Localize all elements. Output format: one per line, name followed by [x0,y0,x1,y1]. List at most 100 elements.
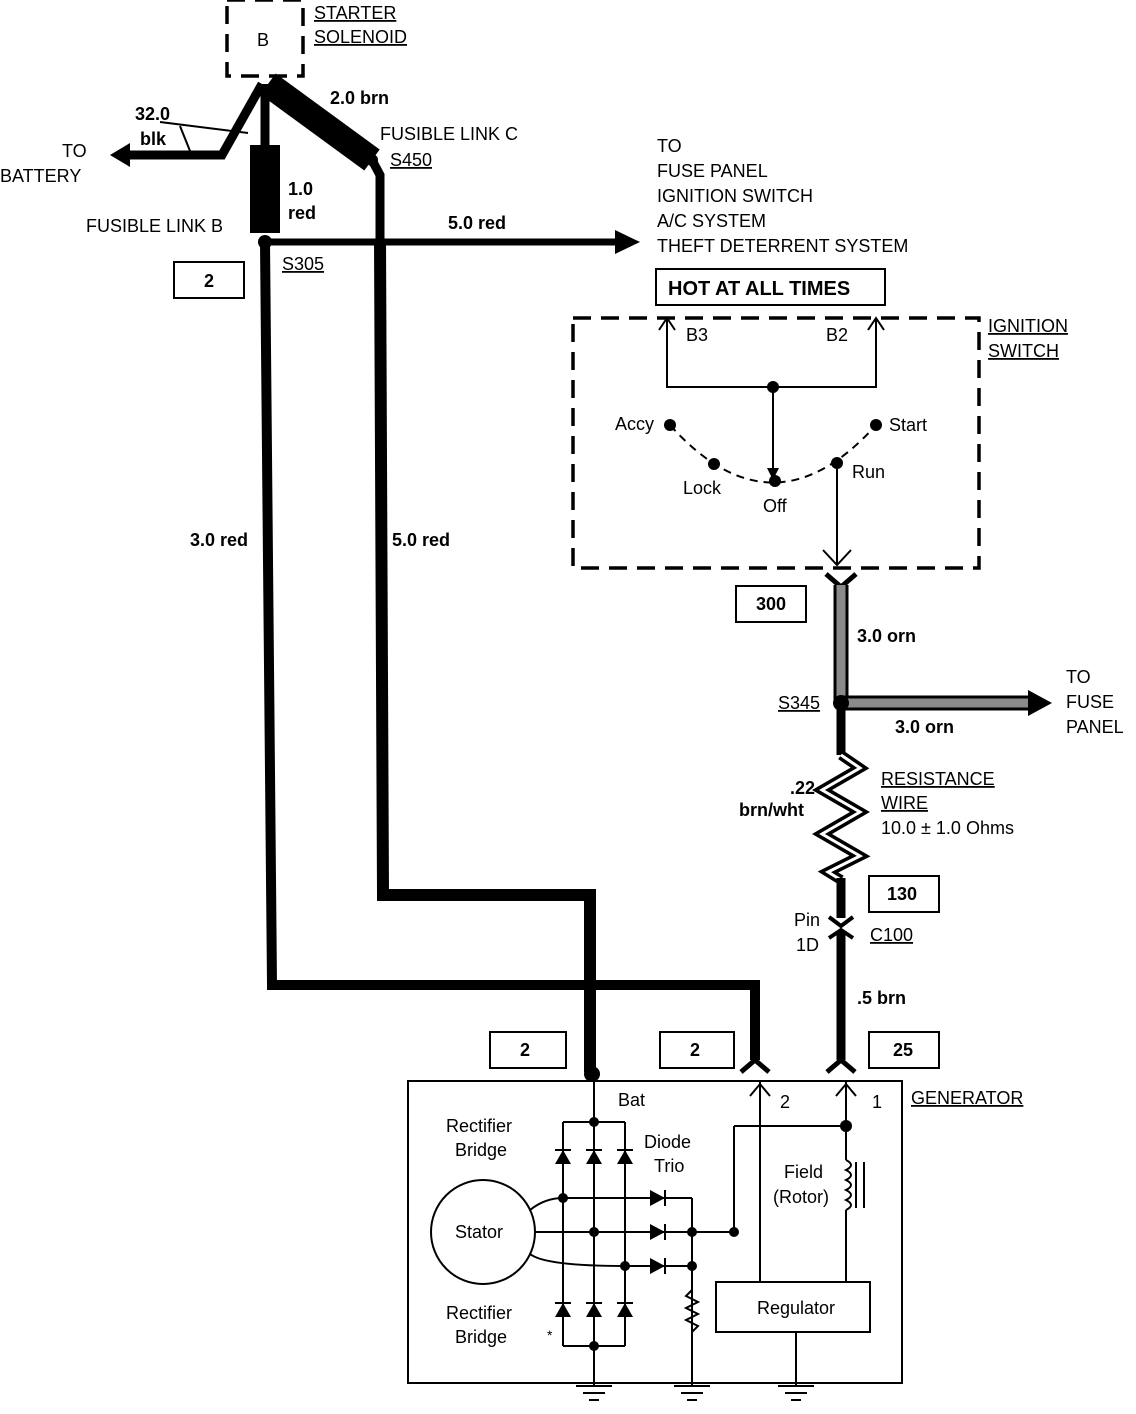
link-b-label: FUSIBLE LINK B [86,216,223,236]
gen-box-2 [659,1031,735,1069]
orange-wire-branch-label: 3.0 orn [895,717,954,737]
terminal-1-fork [825,1056,857,1074]
ground-icon-1 [576,1378,612,1401]
hot-at-all-times-label: HOT AT ALL TIMES [668,278,850,300]
field-junction-dot [729,1227,739,1237]
top-diode-1-icon [555,1150,571,1164]
resistance-title-2: WIRE [881,793,928,813]
hot-feed-wire-label: 5.0 red [448,213,506,233]
link-b-gauge: 1.0 [288,179,313,199]
stator-icon [430,1179,536,1285]
resistance-zigzag-core [819,753,864,882]
hot-dest-4: A/C SYSTEM [657,211,766,231]
bat-terminal-label: Bat [618,1090,645,1110]
resistance-color: brn/wht [739,800,804,820]
rectifier-bottom-label-1: Rectifier [446,1303,512,1323]
top-diode-3-icon [617,1150,633,1164]
link-c-body [260,73,380,171]
hot-feed: S305 2 5.0 red TO FUSE PANEL IGNITION SW… [173,136,908,306]
ground-icon-3 [778,1376,814,1401]
pos-accy-dot [664,419,676,431]
terminal-2-fork [739,1056,771,1074]
terminal-2-label: 2 [780,1092,790,1112]
resistance-value: 10.0 ± 1.0 Ohms [881,818,1014,838]
pos-start-label: Start [889,415,927,435]
stator-lead-1 [529,1197,564,1211]
bat-terminal-dot [584,1066,600,1082]
link-b-color: red [288,203,316,223]
trio-junction-dot [687,1227,697,1237]
rectifier-top-label-2: Bridge [455,1140,507,1160]
resistance-wire: .22 brn/wht RESISTANCE WIRE 10.0 ± 1.0 O… [739,703,1014,918]
gen-box-bat [489,1031,567,1069]
s450-splice-dot [366,154,378,166]
pos-lock-dot [708,458,720,470]
battery-label-2: BATTERY [0,166,81,186]
c100-pin-1: Pin [794,910,820,930]
fuse-panel-label-2: FUSE [1066,692,1114,712]
fuse-panel-arrow-icon [1028,690,1052,716]
switch-blade-arrow-icon [767,468,779,480]
mid-5-0-red-wire [374,239,596,1072]
ignition-switch-box [571,316,981,570]
ignition-switch: IGNITION SWITCH B3 B2 Accy Lock Off Run … [571,316,1068,623]
gen-box-25 [868,1031,940,1069]
pos-accy-label: Accy [615,414,654,434]
battery-gauge: 32.0 [135,104,170,124]
gen-box-25-label: 25 [893,1040,913,1060]
generator-title: GENERATOR [911,1088,1023,1108]
box-130-label: 130 [887,884,917,904]
b3-arrow-icon [658,316,676,331]
connector-300-label: 300 [756,594,786,614]
terminal-2-arrow-icon [749,1082,771,1097]
hot-dest-3: IGNITION SWITCH [657,186,813,206]
s450-label: S450 [390,150,432,170]
terminal-b2-label: B2 [826,325,848,345]
terminal-1-arrow-icon [835,1082,857,1097]
stator-label: Stator [455,1222,503,1242]
field-label-2: (Rotor) [773,1187,829,1207]
top-diode-2-icon [586,1150,602,1164]
battery-wire: 32.0 blk TO BATTERY [0,81,266,186]
s345-label: S345 [778,693,820,713]
diode-trio-label-1: Diode [644,1132,691,1152]
field-coil-icon [843,1159,852,1211]
left-wire-label: 3.0 red [190,530,248,550]
generator-housing [407,1080,903,1384]
fusible-link-b: FUSIBLE LINK B 1.0 red [86,84,316,236]
stator-lead-3 [529,1253,626,1267]
mid-wire-label: 5.0 red [392,530,450,550]
bottom-diode-2-icon [586,1303,602,1317]
battery-cable [125,81,266,160]
battery-arrow-icon [110,143,130,167]
battery-label-1: TO [62,141,87,161]
hot-feed-arrow-icon [615,230,640,254]
hot-dest-5: THEFT DETERRENT SYSTEM [657,236,908,256]
main-wires: 3.0 red 5.0 red [190,239,760,1072]
trio-junction-dot-2 [687,1261,697,1271]
field-label-1: Field [784,1162,823,1182]
c100-upper-fork [827,915,855,929]
regulator-box [715,1281,871,1333]
link-c-feed-wire: 2.0 brn [330,88,389,108]
resistance-gauge: .22 [790,778,815,798]
pos-start-dot [870,419,882,431]
pos-lock-label: Lock [683,478,722,498]
trio-diode-2-icon [650,1224,665,1240]
battery-leader-1 [159,121,249,134]
run-output-arrow-icon [822,549,852,567]
fuse-panel-label-3: PANEL [1066,717,1124,737]
generator: 2 2 25 GENERATOR Bat 2 1 [407,1031,1023,1401]
connector-c100: Pin 1D C100 .5 brn [794,910,913,1060]
fuse-panel-label-1: TO [1066,667,1091,687]
resistance-zigzag-outline [812,750,871,885]
ground-icon-2 [674,1376,710,1401]
trio-diode-3-icon [650,1258,665,1274]
brown-wire-label: .5 brn [857,988,906,1008]
hot-at-all-times-box [655,268,886,306]
hot-dest-1: TO [657,136,682,156]
regulator-label: Regulator [757,1298,835,1318]
orange-circuit: 3.0 orn S345 3.0 orn TO FUSE PANEL [778,572,1124,737]
gen-box-bat-label: 2 [520,1040,530,1060]
